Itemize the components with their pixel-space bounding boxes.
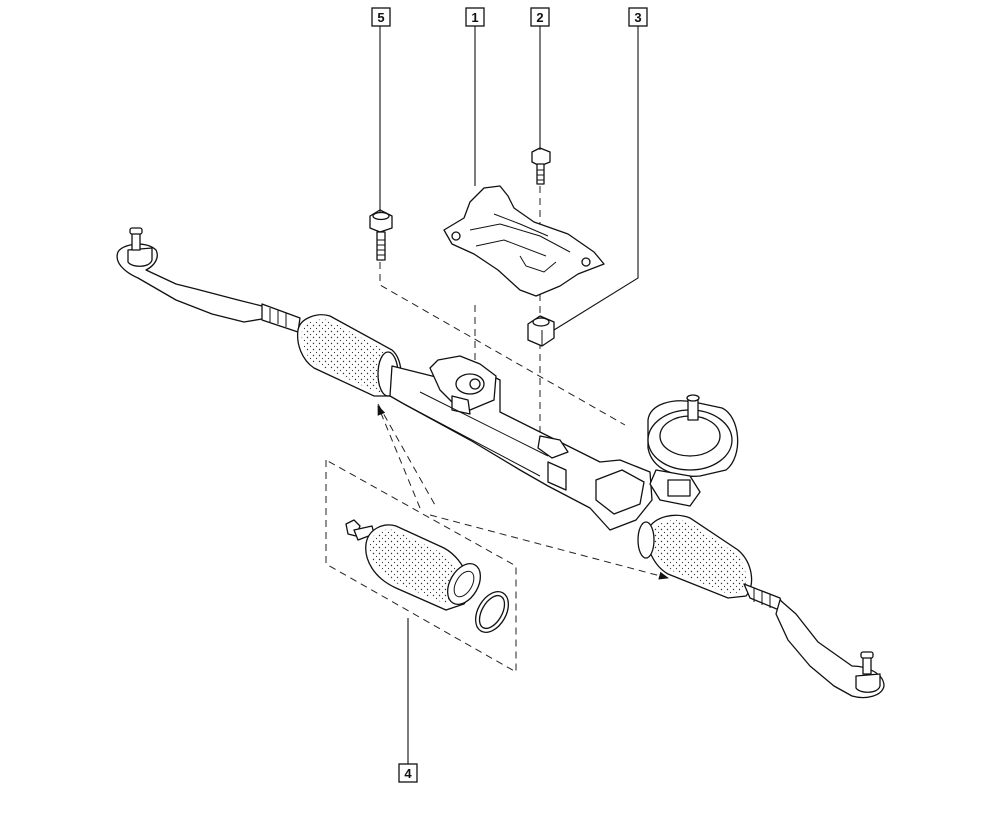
callout-3-label: 3 — [634, 10, 641, 25]
callout-1: 1 — [465, 7, 485, 27]
callout-5: 5 — [371, 7, 391, 27]
mounting-nut — [527, 315, 555, 347]
callout-1-label: 1 — [471, 10, 478, 25]
heat-shield-bolt — [531, 147, 551, 185]
callout-4-label: 4 — [404, 766, 412, 781]
leader-lines — [379, 26, 639, 764]
rack-mounting-bolt — [369, 209, 393, 261]
callout-5-label: 5 — [377, 10, 384, 25]
bellows-kit — [325, 459, 517, 673]
pinion-housing — [647, 394, 739, 507]
callout-4: 4 — [398, 763, 418, 783]
right-tie-rod — [743, 583, 885, 699]
right-bellows — [637, 514, 753, 599]
left-bellows — [296, 314, 402, 397]
heat-shield — [443, 185, 605, 297]
callout-2-label: 2 — [536, 10, 543, 25]
left-tie-rod — [116, 227, 301, 333]
rack-housing — [389, 355, 653, 531]
callout-2: 2 — [530, 7, 550, 27]
callout-3: 3 — [628, 7, 648, 27]
